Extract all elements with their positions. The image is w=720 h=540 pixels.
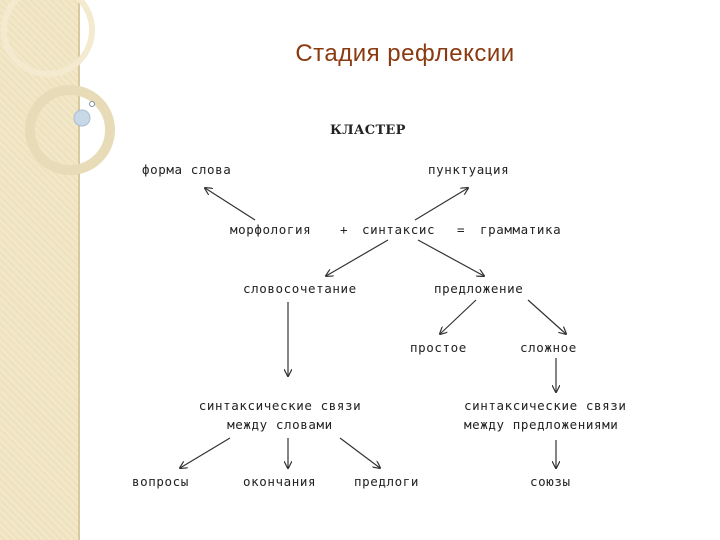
arrow-svyazi-to-predlogi (339, 437, 380, 468)
node-svyazi-predl-line1: синтаксические связи (464, 398, 627, 413)
small-bullet-circle (89, 101, 95, 107)
large-ring-decoration (25, 85, 115, 175)
node-svyazi-mezhdu-slovami: синтаксические связи между словами (180, 396, 380, 434)
cluster-heading: КЛАСТЕР (330, 123, 406, 138)
arrow-sintaksis-to-slovosochetanie (326, 239, 389, 276)
arrow-predlozhenie-to-slozhnoe (527, 299, 566, 334)
arrow-sintaksis-to-punktuatsiya (414, 188, 468, 221)
node-plus: + (340, 222, 349, 237)
upper-ring-decoration (1, 0, 95, 77)
node-grammatika: грамматика (480, 222, 562, 237)
arrow-sintaksis-to-predlozhenie (417, 239, 484, 276)
node-forma-slova: форма слова (142, 162, 232, 177)
node-svyazi-mezhdu-predlozheniyami: синтаксические связи между предложениями (464, 396, 627, 434)
node-slovosochetanie: словосочетание (243, 281, 357, 296)
node-svyazi-slova-line2: между словами (227, 417, 333, 432)
node-morfologiya: морфология (230, 222, 312, 237)
arrow-morfologiya-to-forma (205, 188, 256, 221)
slide-title: Стадия рефлексии (295, 40, 515, 67)
decorative-circles (1, 0, 115, 175)
node-equals: = (457, 222, 466, 237)
node-svyazi-slova-line1: синтаксические связи (198, 398, 362, 413)
node-sintaksis: синтаксис (362, 222, 436, 237)
node-predlozhenie: предложение (434, 281, 524, 296)
node-slozhnoe: сложное (520, 340, 577, 355)
side-band-border (78, 0, 80, 540)
node-prostoe: простое (410, 340, 467, 355)
node-okonchaniya: окончания (243, 474, 317, 489)
arrow-predlozhenie-to-prostoe (440, 299, 477, 334)
blue-bullet-circle (73, 109, 91, 127)
node-punktuatsiya: пунктуация (428, 162, 510, 177)
node-predlogi: предлоги (354, 474, 420, 489)
arrow-svyazi-to-voprosy (180, 437, 231, 468)
node-svyazi-predl-line2: между предложениями (464, 417, 619, 432)
node-soyuzy: союзы (530, 474, 571, 489)
node-voprosy: вопросы (132, 474, 189, 489)
